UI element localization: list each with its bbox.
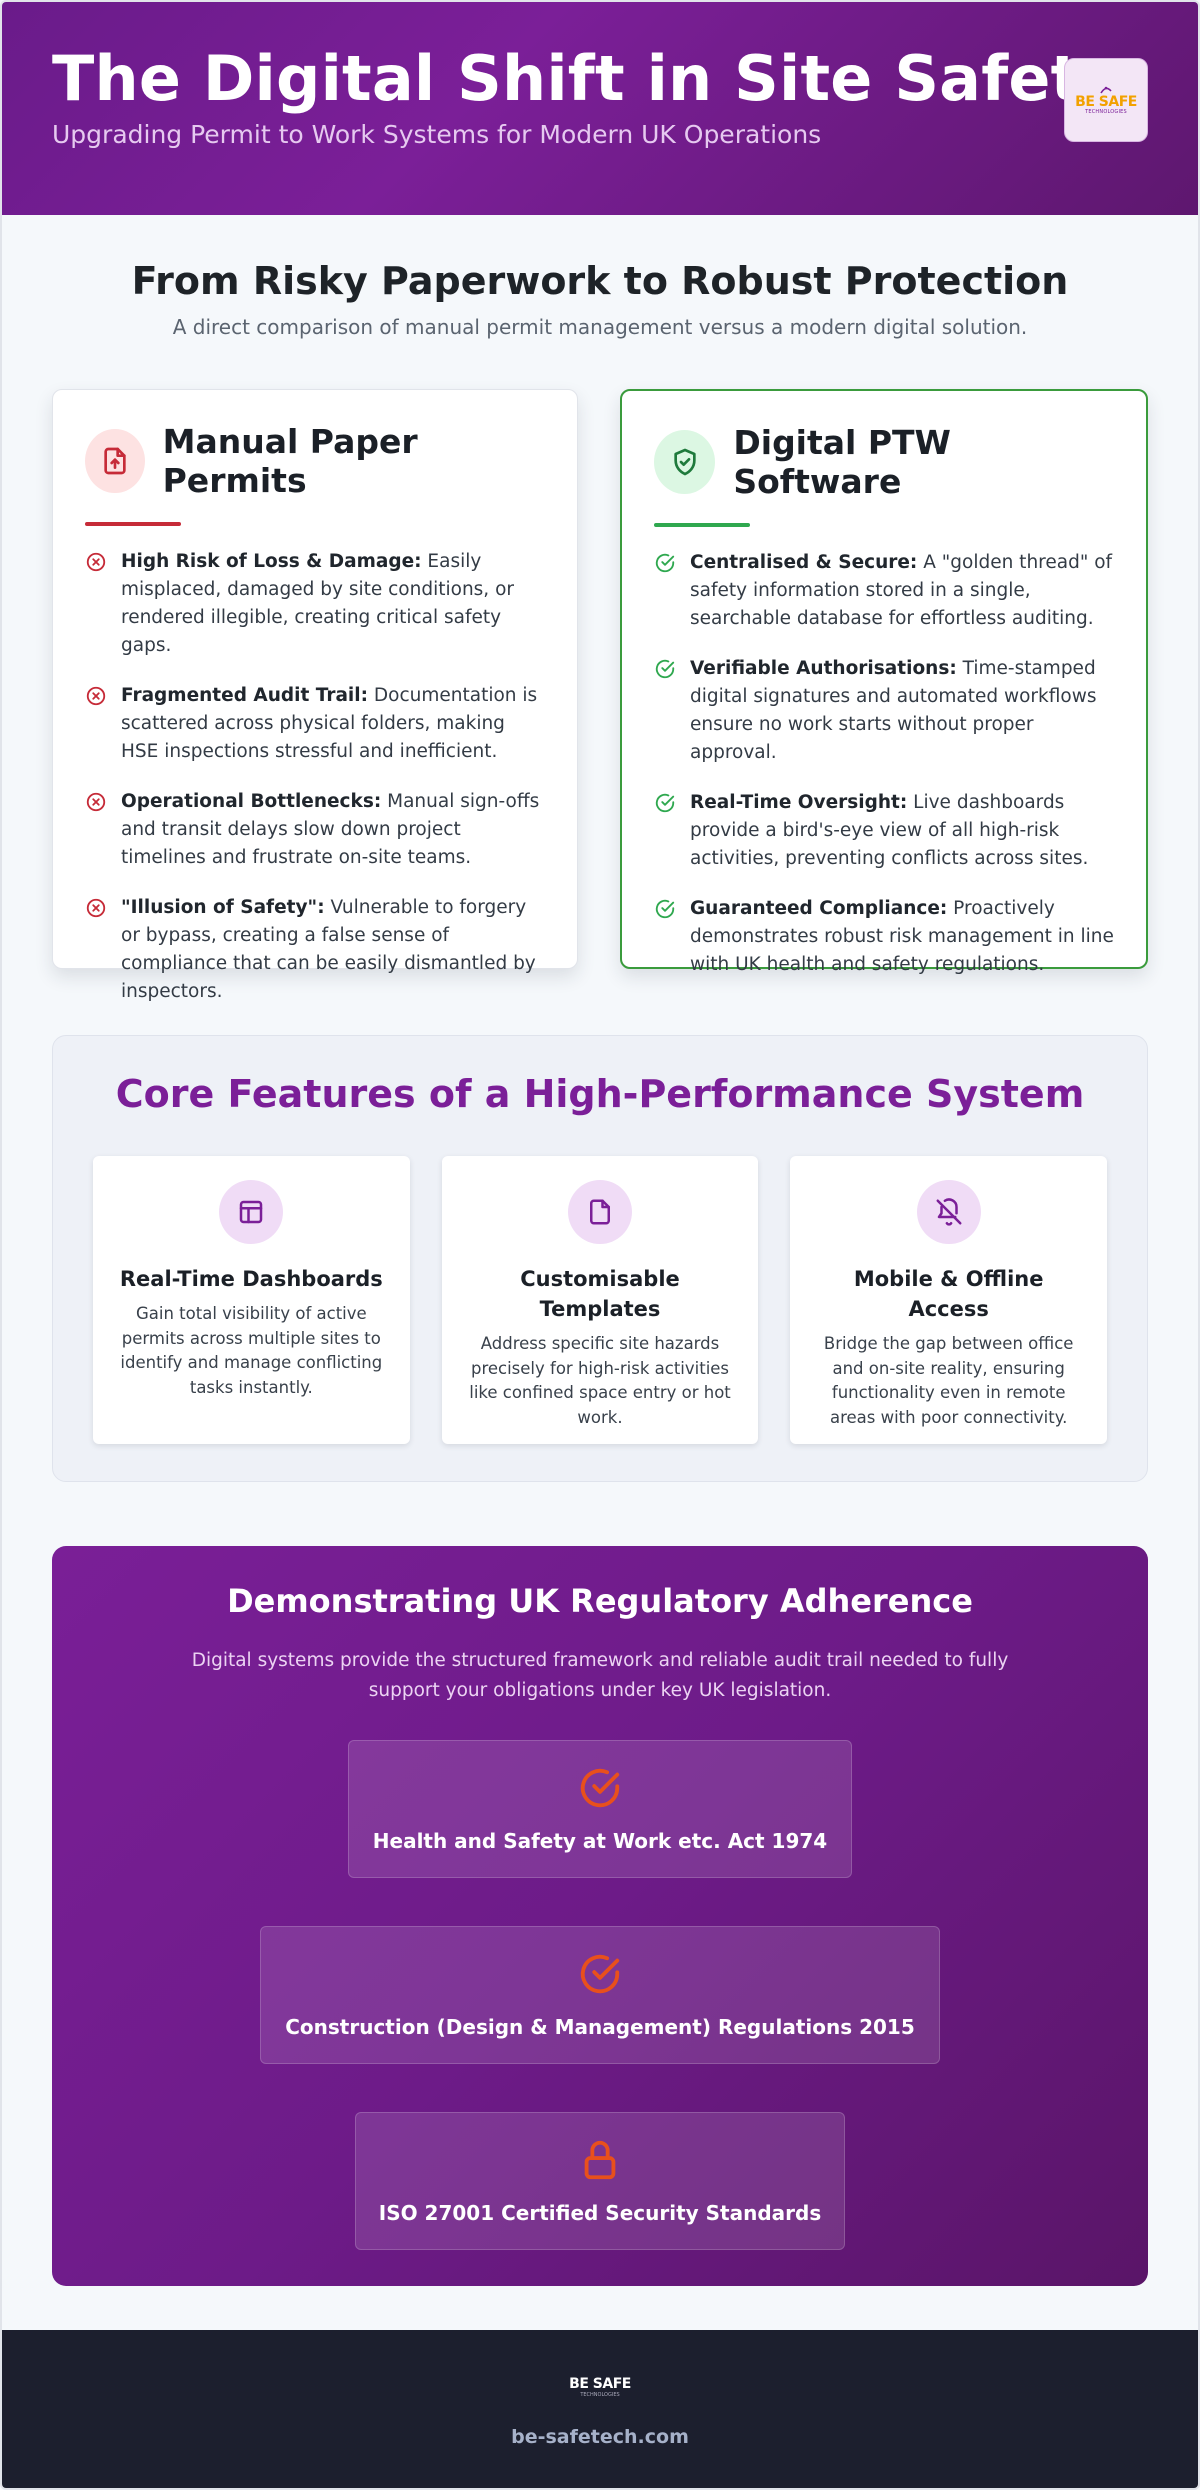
item-heading: Real-Time Oversight: (690, 792, 908, 813)
list-item: Centralised & Secure: A "golden thread" … (654, 549, 1114, 633)
feature-card-dashboards: Real-Time Dashboards Gain total visibili… (93, 1156, 410, 1444)
regulatory-text: Digital systems provide the structured f… (191, 1650, 1009, 1701)
header: The Digital Shift in Site Safety Upgradi… (2, 2, 1198, 215)
feature-title: Customisable Templates (520, 1267, 680, 1321)
regulation-label: ISO 27001 Certified Security Standards (378, 2201, 822, 2225)
file-icon (568, 1180, 632, 1244)
page-subtitle: Upgrading Permit to Work Systems for Mod… (52, 120, 822, 149)
item-heading: Operational Bottlenecks: (121, 791, 382, 812)
digital-benefit-list: Centralised & Secure: A "golden thread" … (654, 549, 1114, 979)
comparison-cards: Manual Paper Permits High Risk of Loss &… (2, 389, 1198, 1002)
card-header: Manual Paper Permits (85, 422, 545, 500)
feature-title: Mobile & Offline Access (853, 1267, 1044, 1321)
check-circle-icon (577, 1765, 623, 1815)
item-text: Live dashboards provide a bird's-eye vie… (690, 792, 1089, 869)
x-circle-icon (85, 788, 121, 872)
comparison-title: From Risky Paperwork to Robust Protectio… (131, 259, 1069, 303)
item-heading: Guaranteed Compliance: (690, 898, 948, 919)
features-title: Core Features of a High-Performance Syst… (115, 1072, 1085, 1116)
manual-risk-list: High Risk of Loss & Damage: Easily mispl… (85, 548, 545, 1006)
check-circle-icon (577, 1951, 623, 2001)
feature-cards: Real-Time Dashboards Gain total visibili… (93, 1156, 1108, 1444)
check-circle-icon (654, 655, 690, 767)
list-item: Real-Time Oversight: Live dashboards pro… (654, 789, 1114, 873)
list-item: "Illusion of Safety": Vulnerable to forg… (85, 894, 545, 1006)
list-item: High Risk of Loss & Damage: Easily mispl… (85, 548, 545, 660)
logo-subtext: TECHNOLOGIES (1085, 109, 1127, 115)
x-circle-icon (85, 548, 121, 660)
regulation-hswa-1974: Health and Safety at Work etc. Act 1974 (348, 1740, 852, 1878)
card-header: Digital PTW Software (654, 423, 1114, 501)
regulation-label: Construction (Design & Management) Regul… (285, 2015, 915, 2039)
check-circle-icon (654, 549, 690, 633)
file-upload-icon (85, 429, 145, 493)
list-item: Fragmented Audit Trail: Documentation is… (85, 682, 545, 766)
comparison-intro: From Risky Paperwork to Robust Protectio… (2, 215, 1198, 339)
check-circle-icon (654, 895, 690, 979)
footer: BE SAFE TECHNOLOGIES be-safetech.com (2, 2330, 1198, 2488)
feature-text: Gain total visibility of active permits … (120, 1304, 383, 1397)
bell-off-icon (916, 1180, 981, 1244)
item-heading: Verifiable Authorisations: (690, 658, 957, 679)
item-text: Time-stamped digital signatures and auto… (690, 658, 1097, 763)
comparison-subtitle: A direct comparison of manual permit man… (172, 315, 1028, 339)
card-title: Digital PTW Software (733, 423, 951, 501)
website-link[interactable]: be-safetech.com (511, 2426, 689, 2448)
item-heading: Fragmented Audit Trail: (121, 685, 369, 706)
page-title: The Digital Shift in Site Safety (52, 42, 1122, 115)
feature-card-templates: Customisable Templates Address specific … (441, 1156, 759, 1444)
item-heading: High Risk of Loss & Damage: (121, 551, 422, 572)
footer-logo-text: BE SAFE (569, 2376, 631, 2392)
title-underline (654, 523, 750, 527)
card-title: Manual Paper Permits (162, 422, 418, 500)
feature-title: Real-Time Dashboards (119, 1267, 383, 1291)
item-text: Manual sign-offs and transit delays slow… (121, 791, 540, 868)
title-underline (85, 522, 181, 526)
layout-dashboard-icon (219, 1180, 284, 1244)
feature-card-mobile: Mobile & Offline Access Bridge the gap b… (790, 1156, 1108, 1444)
footer-logo[interactable]: BE SAFE (2, 2376, 1198, 2392)
x-circle-icon (85, 894, 121, 1006)
item-text: Vulnerable to forgery or bypass, creatin… (121, 897, 536, 1002)
regulation-cdm-2015: Construction (Design & Management) Regul… (260, 1926, 940, 2064)
regulation-iso-27001: ISO 27001 Certified Security Standards (355, 2112, 845, 2250)
check-circle-icon (654, 789, 690, 873)
regulation-label: Health and Safety at Work etc. Act 1974 (372, 1829, 828, 1853)
company-logo[interactable]: BE SAFE TECHNOLOGIES (1064, 58, 1148, 142)
footer-logo-subtext: TECHNOLOGIES (580, 2392, 620, 2398)
item-text: Proactively demonstrates robust risk man… (690, 898, 1114, 975)
list-item: Guaranteed Compliance: Proactively demon… (654, 895, 1114, 979)
logo-mark-icon (1100, 86, 1112, 94)
item-heading: Centralised & Secure: (690, 552, 918, 573)
feature-text: Address specific site hazards precisely … (469, 1334, 731, 1427)
logo-text: BE SAFE (1075, 94, 1137, 110)
manual-permits-card: Manual Paper Permits High Risk of Loss &… (52, 389, 578, 1002)
item-heading: "Illusion of Safety": (121, 897, 325, 918)
regulatory-title: Demonstrating UK Regulatory Adherence (227, 1582, 973, 1620)
item-text: Documentation is scattered across physic… (121, 685, 538, 762)
feature-text: Bridge the gap between office and on-sit… (823, 1334, 1074, 1427)
digital-ptw-card: Digital PTW Software Centralised & Secur… (620, 389, 1148, 975)
x-circle-icon (85, 682, 121, 766)
regulatory-section: Demonstrating UK Regulatory Adherence Di… (52, 1546, 1148, 2286)
list-item: Verifiable Authorisations: Time-stamped … (654, 655, 1114, 767)
core-features-section: Core Features of a High-Performance Syst… (52, 1035, 1148, 1482)
list-item: Operational Bottlenecks: Manual sign-off… (85, 788, 545, 872)
shield-check-icon (654, 430, 716, 494)
item-text: A "golden thread" of safety information … (690, 552, 1113, 629)
item-text: Easily misplaced, damaged by site condit… (121, 551, 514, 656)
lock-icon (577, 2137, 623, 2187)
